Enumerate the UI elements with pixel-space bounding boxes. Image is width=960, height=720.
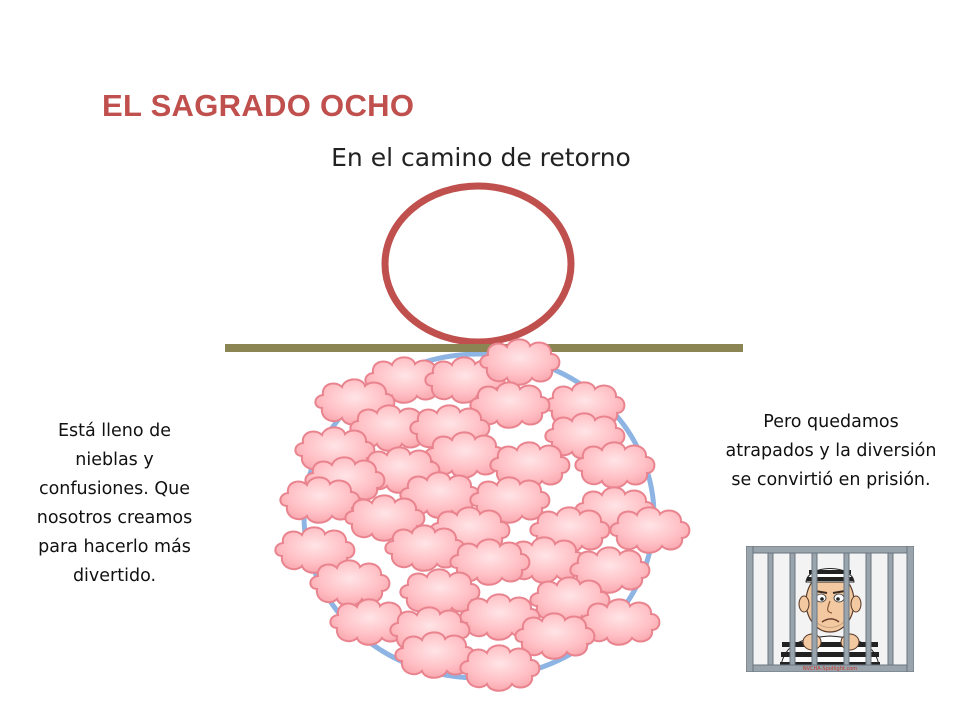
cloud-icon [479,338,561,386]
slide-subtitle: En el camino de retorno [331,143,631,172]
clouds-group [274,338,691,692]
right-description: Pero quedamos atrapados y la diversión s… [725,412,937,490]
cloud-icon [609,506,691,554]
left-description: Está lleno de nieblas y confusiones. Que… [36,421,193,586]
prisoner-caption: NVCHA-Spotlight.com [803,666,857,672]
cloud-icon [574,441,656,489]
slide-title: EL SAGRADO OCHO [102,88,415,123]
prisoner-head [798,568,862,633]
jail-bars [746,546,914,672]
upper-circle [381,182,575,346]
cloud-icon [459,644,541,692]
prisoner-behind-bars-image: NVCHA-Spotlight.com [746,546,914,672]
cloud-icon [309,559,391,607]
